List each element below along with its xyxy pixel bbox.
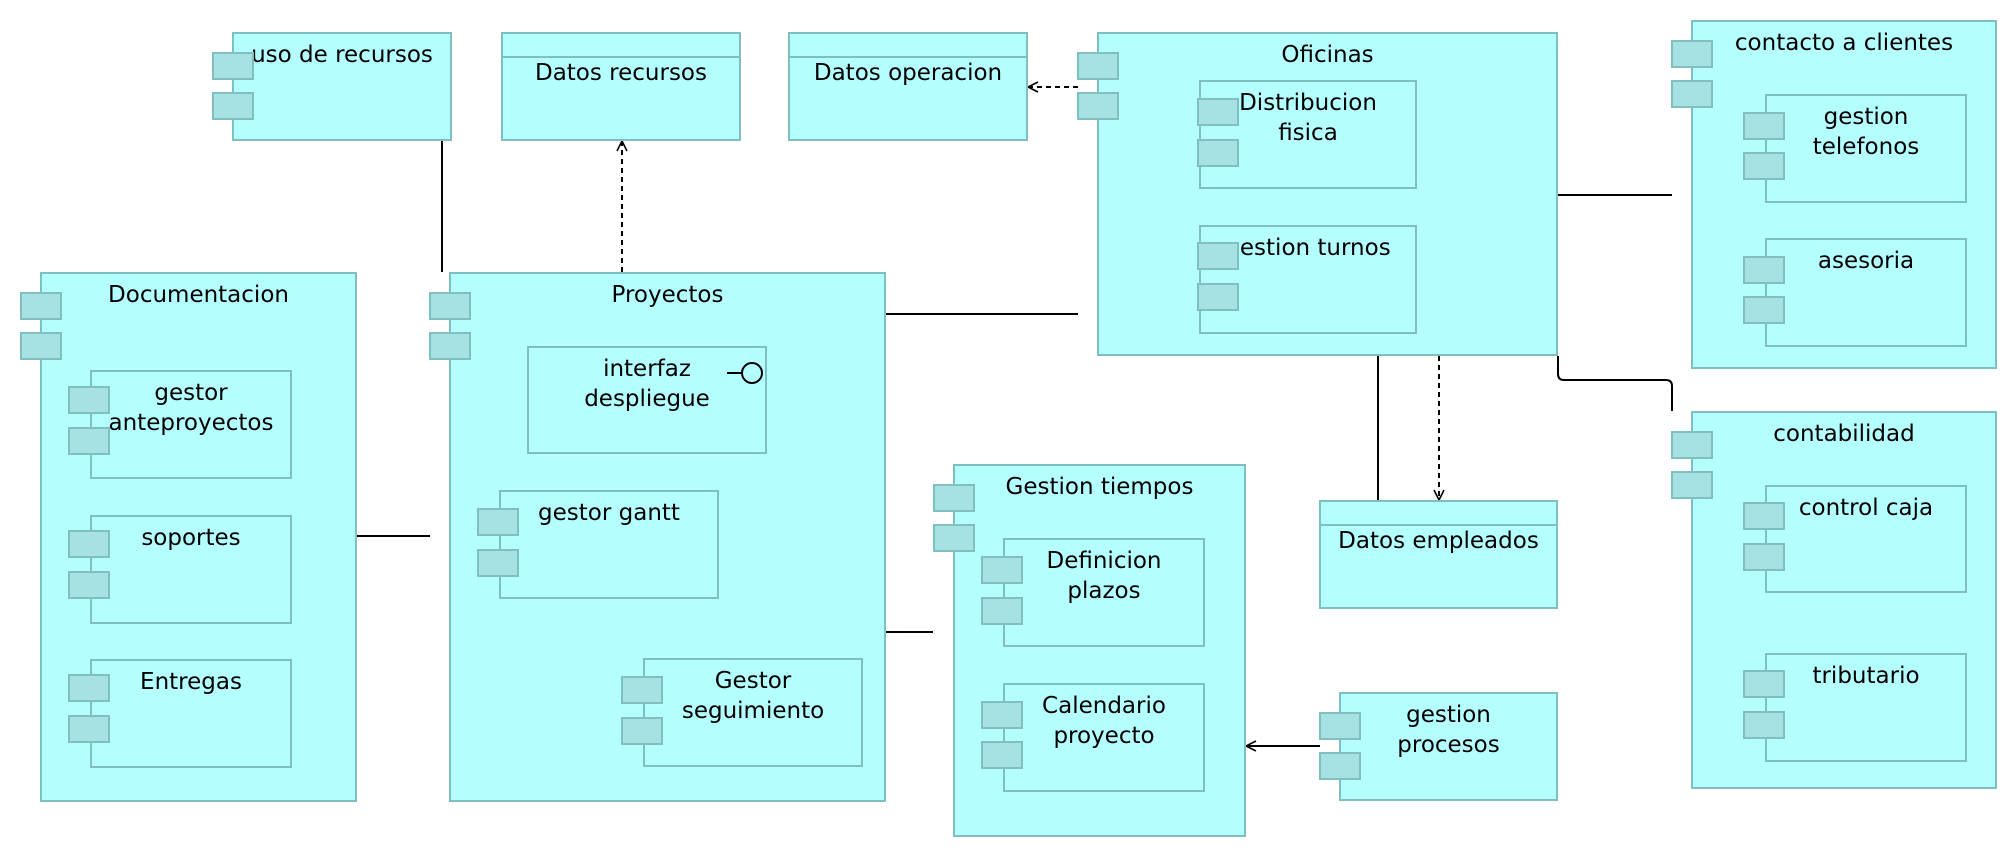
component-tab-icon <box>1319 712 1361 740</box>
component-entregas[interactable]: Entregas <box>90 659 292 768</box>
component-tab-icon <box>429 292 471 320</box>
component-gestion-procesos[interactable]: gestion procesos <box>1339 692 1558 801</box>
component-tab-icon <box>68 386 110 414</box>
component-oficinas[interactable]: Oficinas Distribucion fisica gestion tur… <box>1097 32 1558 356</box>
component-soportes[interactable]: soportes <box>90 515 292 624</box>
component-tab-icon <box>981 741 1023 769</box>
component-tab-icon <box>212 92 254 120</box>
asesoria-label: asesoria <box>1817 248 1915 274</box>
uso-recursos-label: uso de recursos <box>251 42 433 68</box>
contabilidad-label: contabilidad <box>1773 421 1915 447</box>
component-tab-icon <box>212 52 254 80</box>
component-gestor-anteproyectos[interactable]: gestor anteproyectos <box>90 370 292 479</box>
component-proyectos[interactable]: Proyectos interfaz despliegue gestor gan… <box>449 272 886 802</box>
component-tributario[interactable]: tributario <box>1765 653 1967 762</box>
component-tab-icon <box>1077 52 1119 80</box>
component-tab-icon <box>1743 296 1785 324</box>
component-uso-recursos[interactable]: uso de recursos <box>232 32 452 141</box>
gestor-anteproyectos-label: gestor anteproyectos <box>108 380 274 436</box>
component-tab-icon <box>20 292 62 320</box>
component-tab-icon <box>1077 92 1119 120</box>
component-gestion-telefonos[interactable]: gestion telefonos <box>1765 94 1967 203</box>
component-tab-icon <box>68 674 110 702</box>
datastore-datos-operacion[interactable]: Datos operacion <box>788 32 1028 141</box>
gestion-telefonos-label: gestion telefonos <box>1812 104 1920 160</box>
component-tab-icon <box>1197 242 1239 270</box>
link-oficinas-contabilidad <box>1557 356 1673 411</box>
component-definicion-plazos[interactable]: Definicion plazos <box>1003 538 1205 647</box>
component-tab-icon <box>933 484 975 512</box>
component-gestor-seguimiento[interactable]: Gestor seguimiento <box>643 658 863 767</box>
component-interfaz-despliegue[interactable]: interfaz despliegue <box>527 346 767 454</box>
gestion-turnos-label: gestion turnos <box>1225 235 1391 261</box>
datastore-header-line <box>790 56 1026 58</box>
component-tab-icon <box>429 332 471 360</box>
gestor-gantt-label: gestor gantt <box>538 500 680 526</box>
gestion-tiempos-label: Gestion tiempos <box>1005 474 1194 500</box>
proyectos-label: Proyectos <box>611 282 724 308</box>
component-tab-icon <box>1671 80 1713 108</box>
component-tab-icon <box>981 701 1023 729</box>
component-tab-icon <box>1743 112 1785 140</box>
component-tab-icon <box>68 530 110 558</box>
entregas-label: Entregas <box>140 669 242 695</box>
component-contabilidad[interactable]: contabilidad control caja tributario <box>1691 411 1997 789</box>
component-tab-icon <box>1743 152 1785 180</box>
component-tab-icon <box>1197 98 1239 126</box>
component-documentacion[interactable]: Documentacion gestor anteproyectos sopor… <box>40 272 357 802</box>
oficinas-label: Oficinas <box>1281 42 1374 68</box>
gestor-seguimiento-label: Gestor seguimiento <box>681 668 825 724</box>
documentacion-label: Documentacion <box>108 282 289 308</box>
interfaz-despliegue-label: interfaz despliegue <box>584 356 710 412</box>
component-tab-icon <box>981 597 1023 625</box>
component-contacto-clientes[interactable]: contacto a clientes gestion telefonos as… <box>1691 20 1997 369</box>
datastore-datos-recursos[interactable]: Datos recursos <box>501 32 741 141</box>
component-tab-icon <box>621 676 663 704</box>
component-tab-icon <box>1743 502 1785 530</box>
contacto-clientes-label: contacto a clientes <box>1734 30 1954 56</box>
gestion-procesos-label: gestion procesos <box>1397 702 1500 758</box>
component-tab-icon <box>1671 431 1713 459</box>
component-calendario-proyecto[interactable]: Calendario proyecto <box>1003 683 1205 792</box>
calendario-proyecto-label: Calendario proyecto <box>1042 693 1166 749</box>
component-tab-icon <box>981 556 1023 584</box>
component-tab-icon <box>68 715 110 743</box>
datastore-datos-empleados[interactable]: Datos empleados <box>1319 500 1558 609</box>
component-gestor-gantt[interactable]: gestor gantt <box>499 490 719 599</box>
component-tab-icon <box>1197 283 1239 311</box>
component-tab-icon <box>1743 711 1785 739</box>
component-asesoria[interactable]: asesoria <box>1765 238 1967 347</box>
component-distribucion-fisica[interactable]: Distribucion fisica <box>1199 80 1417 189</box>
component-tab-icon <box>1197 139 1239 167</box>
datastore-header-line <box>503 56 739 58</box>
datos-operacion-label: Datos operacion <box>813 60 1003 86</box>
component-control-caja[interactable]: control caja <box>1765 485 1967 593</box>
soportes-label: soportes <box>141 525 241 551</box>
component-tab-icon <box>68 427 110 455</box>
component-tab-icon <box>1319 752 1361 780</box>
component-tab-icon <box>1743 543 1785 571</box>
definicion-plazos-label: Definicion plazos <box>1046 548 1162 604</box>
component-tab-icon <box>621 717 663 745</box>
component-tab-icon <box>20 332 62 360</box>
interface-stem <box>727 372 745 374</box>
provided-interface-icon <box>741 362 763 384</box>
component-gestion-tiempos[interactable]: Gestion tiempos Definicion plazos Calend… <box>953 464 1246 837</box>
component-tab-icon <box>1743 256 1785 284</box>
component-tab-icon <box>1671 40 1713 68</box>
datos-empleados-label: Datos empleados <box>1338 528 1539 554</box>
component-tab-icon <box>1671 471 1713 499</box>
tributario-label: tributario <box>1812 663 1920 689</box>
datastore-header-line <box>1321 524 1556 526</box>
component-tab-icon <box>477 508 519 536</box>
component-tab-icon <box>1743 670 1785 698</box>
component-tab-icon <box>477 549 519 577</box>
component-tab-icon <box>933 524 975 552</box>
distribucion-fisica-label: Distribucion fisica <box>1239 90 1377 146</box>
datos-recursos-label: Datos recursos <box>534 60 707 86</box>
component-tab-icon <box>68 571 110 599</box>
control-caja-label: control caja <box>1798 495 1934 521</box>
